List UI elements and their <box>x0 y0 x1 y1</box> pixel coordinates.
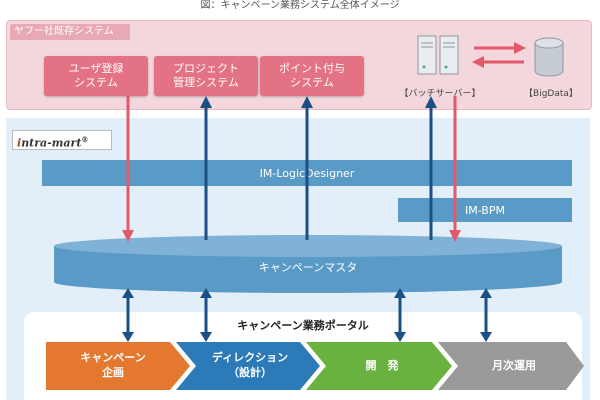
bidirectional-arrow-3 <box>394 288 406 342</box>
blue-up-arrow-project-management <box>200 96 212 240</box>
bidirectional-arrow-4 <box>480 288 492 342</box>
phase-planning: キャンペーン 企画 <box>80 351 146 379</box>
server-bigdata-exchange-arrows <box>472 42 526 68</box>
diagram-caption: 図：キャンペーン業務システム全体イメージ <box>200 0 400 11</box>
red-down-arrow-batch-server <box>449 96 461 242</box>
point-grant-system-box: ポイント付与 システム <box>260 56 364 96</box>
bigdata-database-icon <box>534 37 564 77</box>
campaign-portal-title: キャンペーン業務ポータル <box>237 319 369 332</box>
batch-server-icon <box>417 35 459 75</box>
campaign-master-database-shape <box>54 235 562 293</box>
red-down-arrow-user-registration <box>122 96 134 242</box>
blue-up-arrow-batch-server <box>425 96 437 240</box>
im-bpm-bar: IM-BPM <box>398 198 572 222</box>
user-registration-system-box: ユーザ登録 システム <box>44 56 148 96</box>
bidirectional-arrow-1 <box>122 288 134 342</box>
blue-up-arrow-point-grant <box>301 96 313 240</box>
phase-monthly-operation: 月次運用 <box>492 358 536 372</box>
phase-development: 開 発 <box>365 358 399 372</box>
project-management-system-box: プロジェクト 管理システム <box>154 56 258 96</box>
intra-mart-logo: intra-mart® <box>12 130 112 150</box>
legacy-systems-tag: ヤフー社既存システム <box>10 24 130 40</box>
bigdata-label: 【BigData】 <box>524 89 578 99</box>
campaign-master-label: キャンペーンマスタ <box>258 261 358 274</box>
bidirectional-arrow-2 <box>200 288 212 342</box>
batch-server-label: 【バッチサーバー】 <box>399 89 481 99</box>
phase-direction-design: ディレクション （設計） <box>211 351 289 379</box>
